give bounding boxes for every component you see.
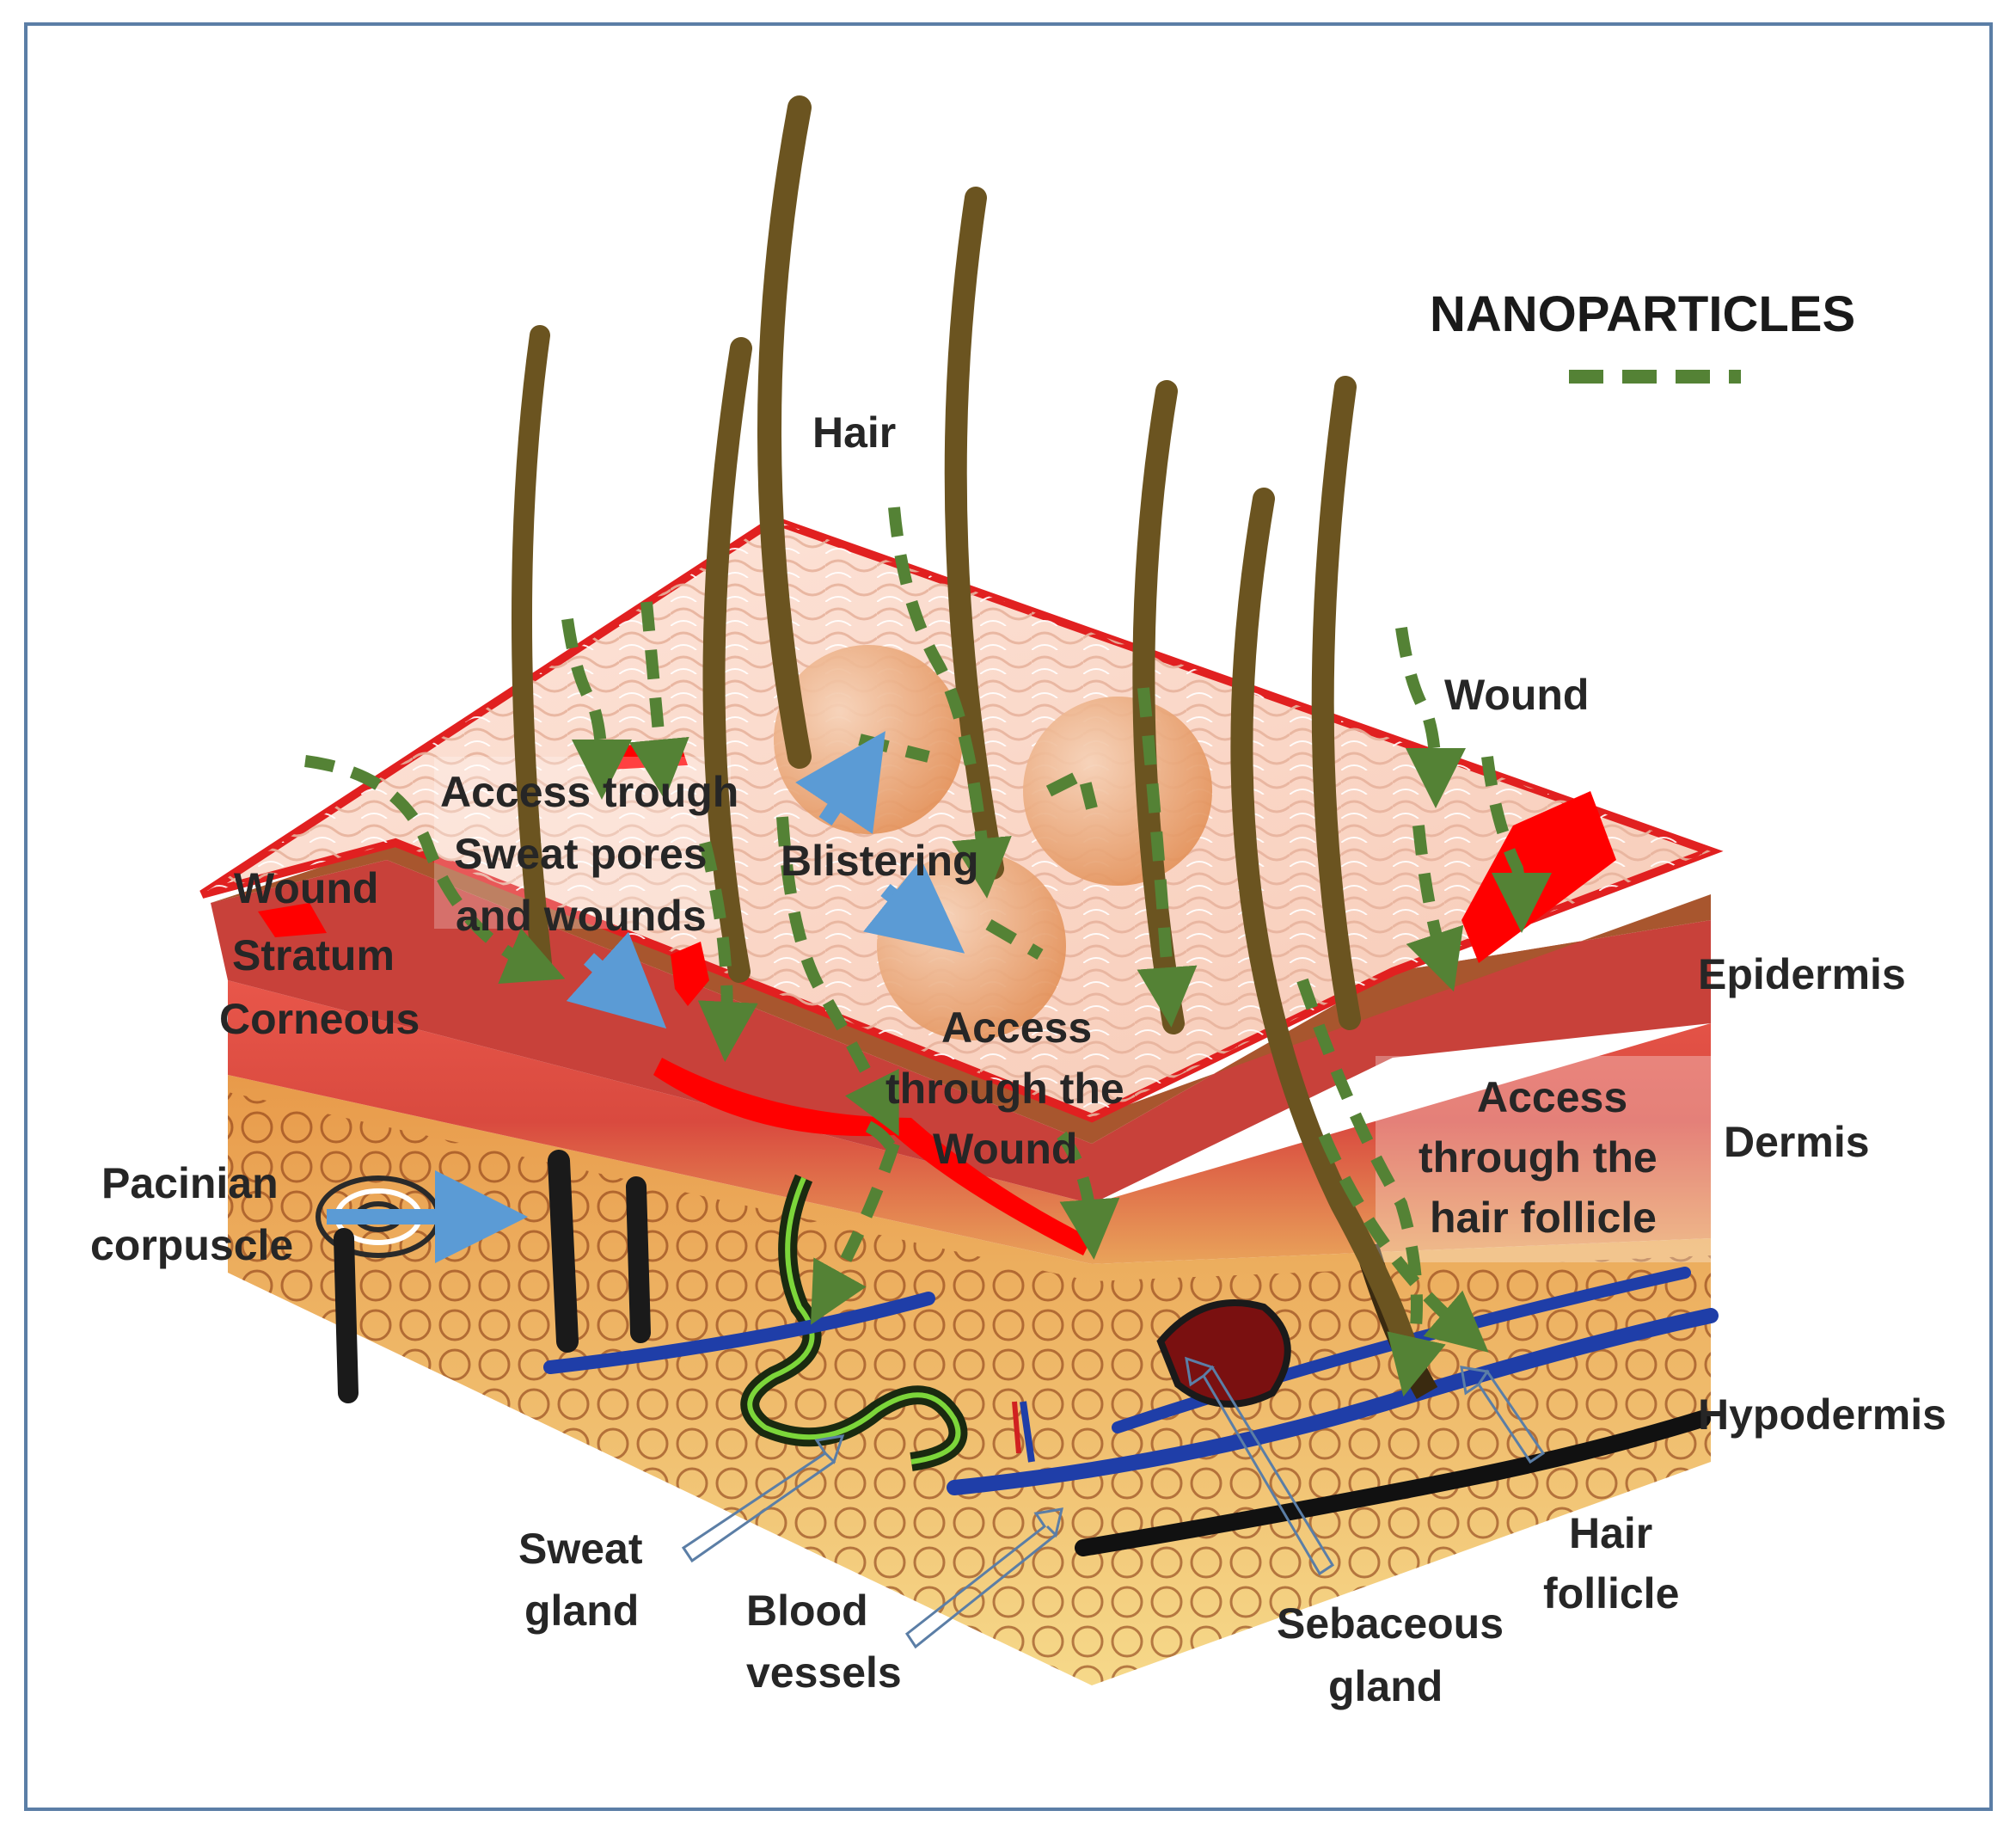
label-sweat-gland-2: gland [524,1587,639,1635]
wound-mark-1 [653,1058,1092,1255]
label-access-follicle-2: through the [1419,1133,1658,1182]
np-path-13 [1406,825,1464,992]
np-path-12 [1481,756,1552,933]
blue-arrow-blister-1 [795,731,885,834]
pointer-hair-follicle [1460,1366,1546,1464]
blood-vessel-2 [947,1308,1719,1495]
sweat-gland [740,1174,968,1471]
blood-vessel-1 [543,1292,935,1374]
blue-arrows [327,731,965,1263]
follicle-access-box [1376,1056,1711,1262]
np-path-9 [1057,1131,1120,1260]
label-access-sweat-2: Sweat pores [454,830,708,878]
label-epidermis: Epidermis [1698,950,1906,998]
label-wound-left: Wound [234,864,378,912]
label-blood-vessels-2: vessels [746,1648,902,1697]
label-access-follicle-1: Access [1477,1073,1627,1121]
label-sebaceous-1: Sebaceous [1277,1599,1504,1648]
np-path-3 [628,601,689,800]
hair-7 [1230,488,1421,1370]
np-path-8 [865,1120,900,1156]
wound-mark-4 [671,942,709,1006]
dermal-structure-1 [548,1150,579,1353]
np-path-6 [888,506,1012,899]
np-path-5 [776,816,899,1137]
label-access-sweat-1: Access trough [440,768,738,816]
pointer-sweat-gland [681,1434,845,1563]
label-sebaceous-2: gland [1328,1662,1443,1710]
label-hypodermis: Hypodermis [1698,1390,1946,1439]
label-wound-top: Wound [1444,671,1589,719]
blood-vessel-4 [1075,1410,1711,1556]
hairs [512,95,1421,1370]
blue-arrow-blister-2 [863,859,965,954]
np-path-1 [304,755,566,985]
label-access-wound-1: Access [941,1004,1092,1052]
np-path-15 [1318,1132,1489,1353]
dermal-structure-2 [626,1176,651,1343]
hypodermis-fat-texture [228,1092,1711,1685]
np-path-17 [1045,764,1098,810]
np-path-18 [985,918,1044,961]
label-hair: Hair [812,408,896,457]
dermal-structure-3 [334,1228,358,1403]
hair-2 [702,337,752,983]
label-stratum: Stratum [232,931,395,979]
pointer-blood-vessels [904,1507,1063,1649]
np-path-10 [1137,687,1198,1028]
label-hair-follicle-2: follicle [1543,1569,1679,1617]
label-access-wound-2: through the [885,1065,1124,1113]
labels: Hair Wound Access trough Sweat pores and… [90,408,1946,1710]
hair-6 [1311,376,1361,1030]
label-hair-follicle-1: Hair [1569,1509,1652,1557]
label-blistering: Blistering [781,837,979,885]
label-sweat-gland-1: Sweat [518,1525,643,1573]
hair-3 [757,95,812,769]
label-corneous: Corneous [219,995,420,1043]
wound-mark-3 [258,903,327,937]
legend: NANOPARTICLES [1430,286,1855,384]
np-path-4 [697,841,758,1062]
hair-1 [512,325,552,973]
label-blood-vessels-1: Blood [746,1587,868,1635]
sebaceous-gland-shape [1156,1299,1291,1408]
hair-4 [944,187,1004,880]
legend-title: NANOPARTICLES [1430,286,1855,342]
pointer-sebaceous [1185,1356,1335,1576]
label-access-follicle-3: hair follicle [1430,1194,1657,1242]
label-access-wound-3: Wound [933,1125,1077,1173]
label-pacinian-2: corpuscle [90,1221,293,1269]
label-dermis: Dermis [1724,1118,1870,1166]
blue-arrow-sweat [566,931,667,1029]
blood-vessel-6 [1012,1401,1021,1454]
label-access-sweat-3: and wounds [456,892,707,940]
blood-vessel-5 [1020,1401,1035,1463]
label-pacinian-1: Pacinian [101,1159,279,1207]
pointer-arrows [681,1356,1546,1649]
np-path-7 [811,1141,900,1325]
np-path-14 [1296,978,1446,1397]
blister-2 [1023,697,1212,886]
